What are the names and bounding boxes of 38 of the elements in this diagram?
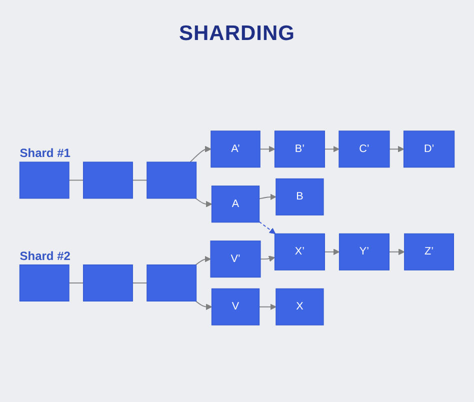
node-box: V [211, 288, 260, 326]
connector [132, 180, 148, 181]
node-box: X [276, 288, 324, 326]
node-box: A’ [210, 130, 260, 168]
arrow [388, 146, 404, 152]
arrow [195, 256, 211, 266]
node-box: X’ [274, 233, 325, 270]
arrow [260, 146, 276, 152]
node-box [83, 162, 133, 199]
node-box: V’ [210, 240, 261, 278]
arrow [388, 248, 405, 256]
arrow [260, 256, 276, 262]
node-box: Y’ [338, 233, 390, 270]
arrow [258, 194, 276, 200]
arrow [195, 198, 212, 208]
node-box [19, 264, 70, 302]
arrow [324, 146, 340, 152]
node-box: D’ [403, 130, 455, 168]
arrow [324, 248, 340, 256]
connector [68, 180, 84, 181]
shard-label: Shard #2 [20, 248, 70, 263]
arrow [258, 221, 276, 234]
node-box: C’ [338, 130, 390, 168]
connector [68, 282, 84, 284]
node-box [146, 264, 197, 302]
arrow [190, 146, 212, 163]
node-box: A [211, 186, 260, 223]
node-box [19, 162, 70, 199]
arrow [195, 300, 212, 310]
node-box: B [276, 178, 324, 216]
title: SHARDING [178, 22, 296, 46]
node-box [83, 264, 133, 302]
connector [132, 282, 148, 284]
node-box: Z’ [404, 233, 454, 270]
node-box [146, 162, 197, 199]
arrow [258, 304, 276, 310]
shard-label: Shard #1 [20, 146, 70, 160]
node-box: B’ [274, 130, 325, 168]
